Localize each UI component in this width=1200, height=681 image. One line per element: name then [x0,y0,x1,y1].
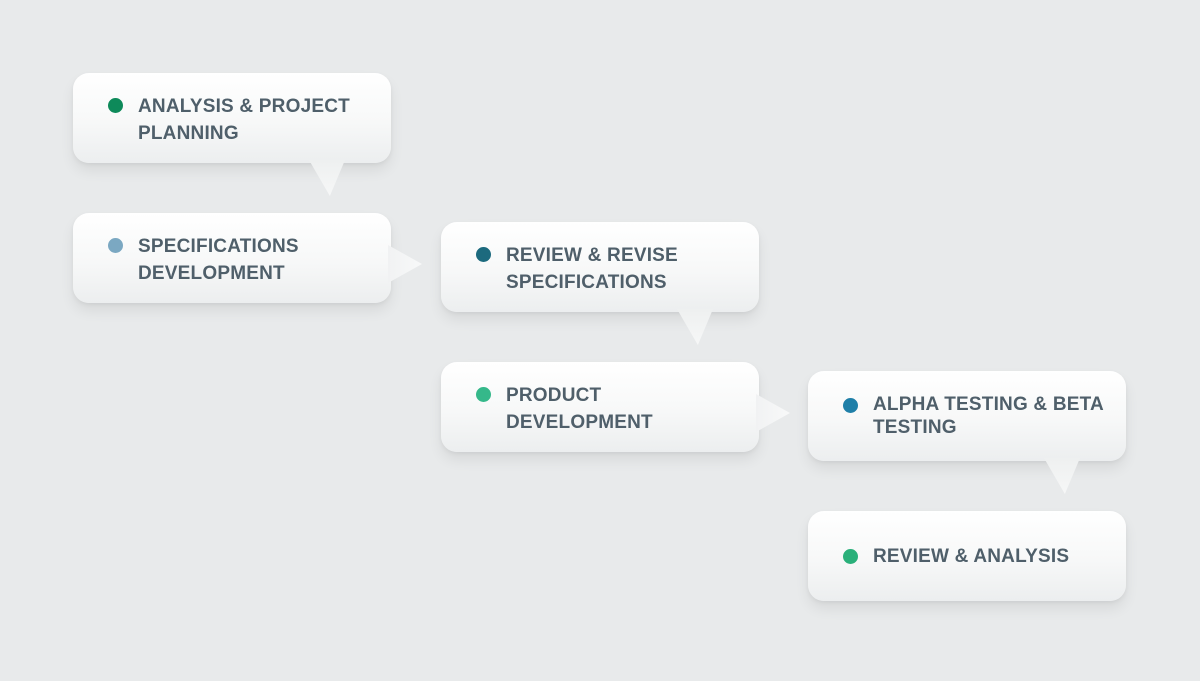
step-status-dot [476,387,491,402]
step-label: ALPHA TESTING & BETA TESTING [873,394,1104,438]
step-label: PRODUCT DEVELOPMENT [506,385,653,433]
step-label: REVIEW & ANALYSIS [873,546,1070,567]
step-status-dot [108,98,123,113]
step-status-dot [843,549,858,564]
step-label: SPECIFICATIONS DEVELOPMENT [138,236,299,284]
step-status-dot [476,247,491,262]
step-analysis-project-planning: ANALYSIS & PROJECT PLANNING [73,73,391,163]
step-review-analysis: REVIEW & ANALYSIS [808,511,1126,601]
step-alpha-beta-testing: ALPHA TESTING & BETA TESTING [808,371,1126,461]
step-product-development: PRODUCT DEVELOPMENT [441,362,759,452]
step-status-dot [843,398,858,413]
step-specifications-development: SPECIFICATIONS DEVELOPMENT [73,213,391,303]
step-label: REVIEW & REVISE SPECIFICATIONS [506,245,678,293]
step-review-revise-specifications: REVIEW & REVISE SPECIFICATIONS [441,222,759,312]
step-status-dot [108,238,123,253]
step-label: ANALYSIS & PROJECT PLANNING [138,96,350,144]
